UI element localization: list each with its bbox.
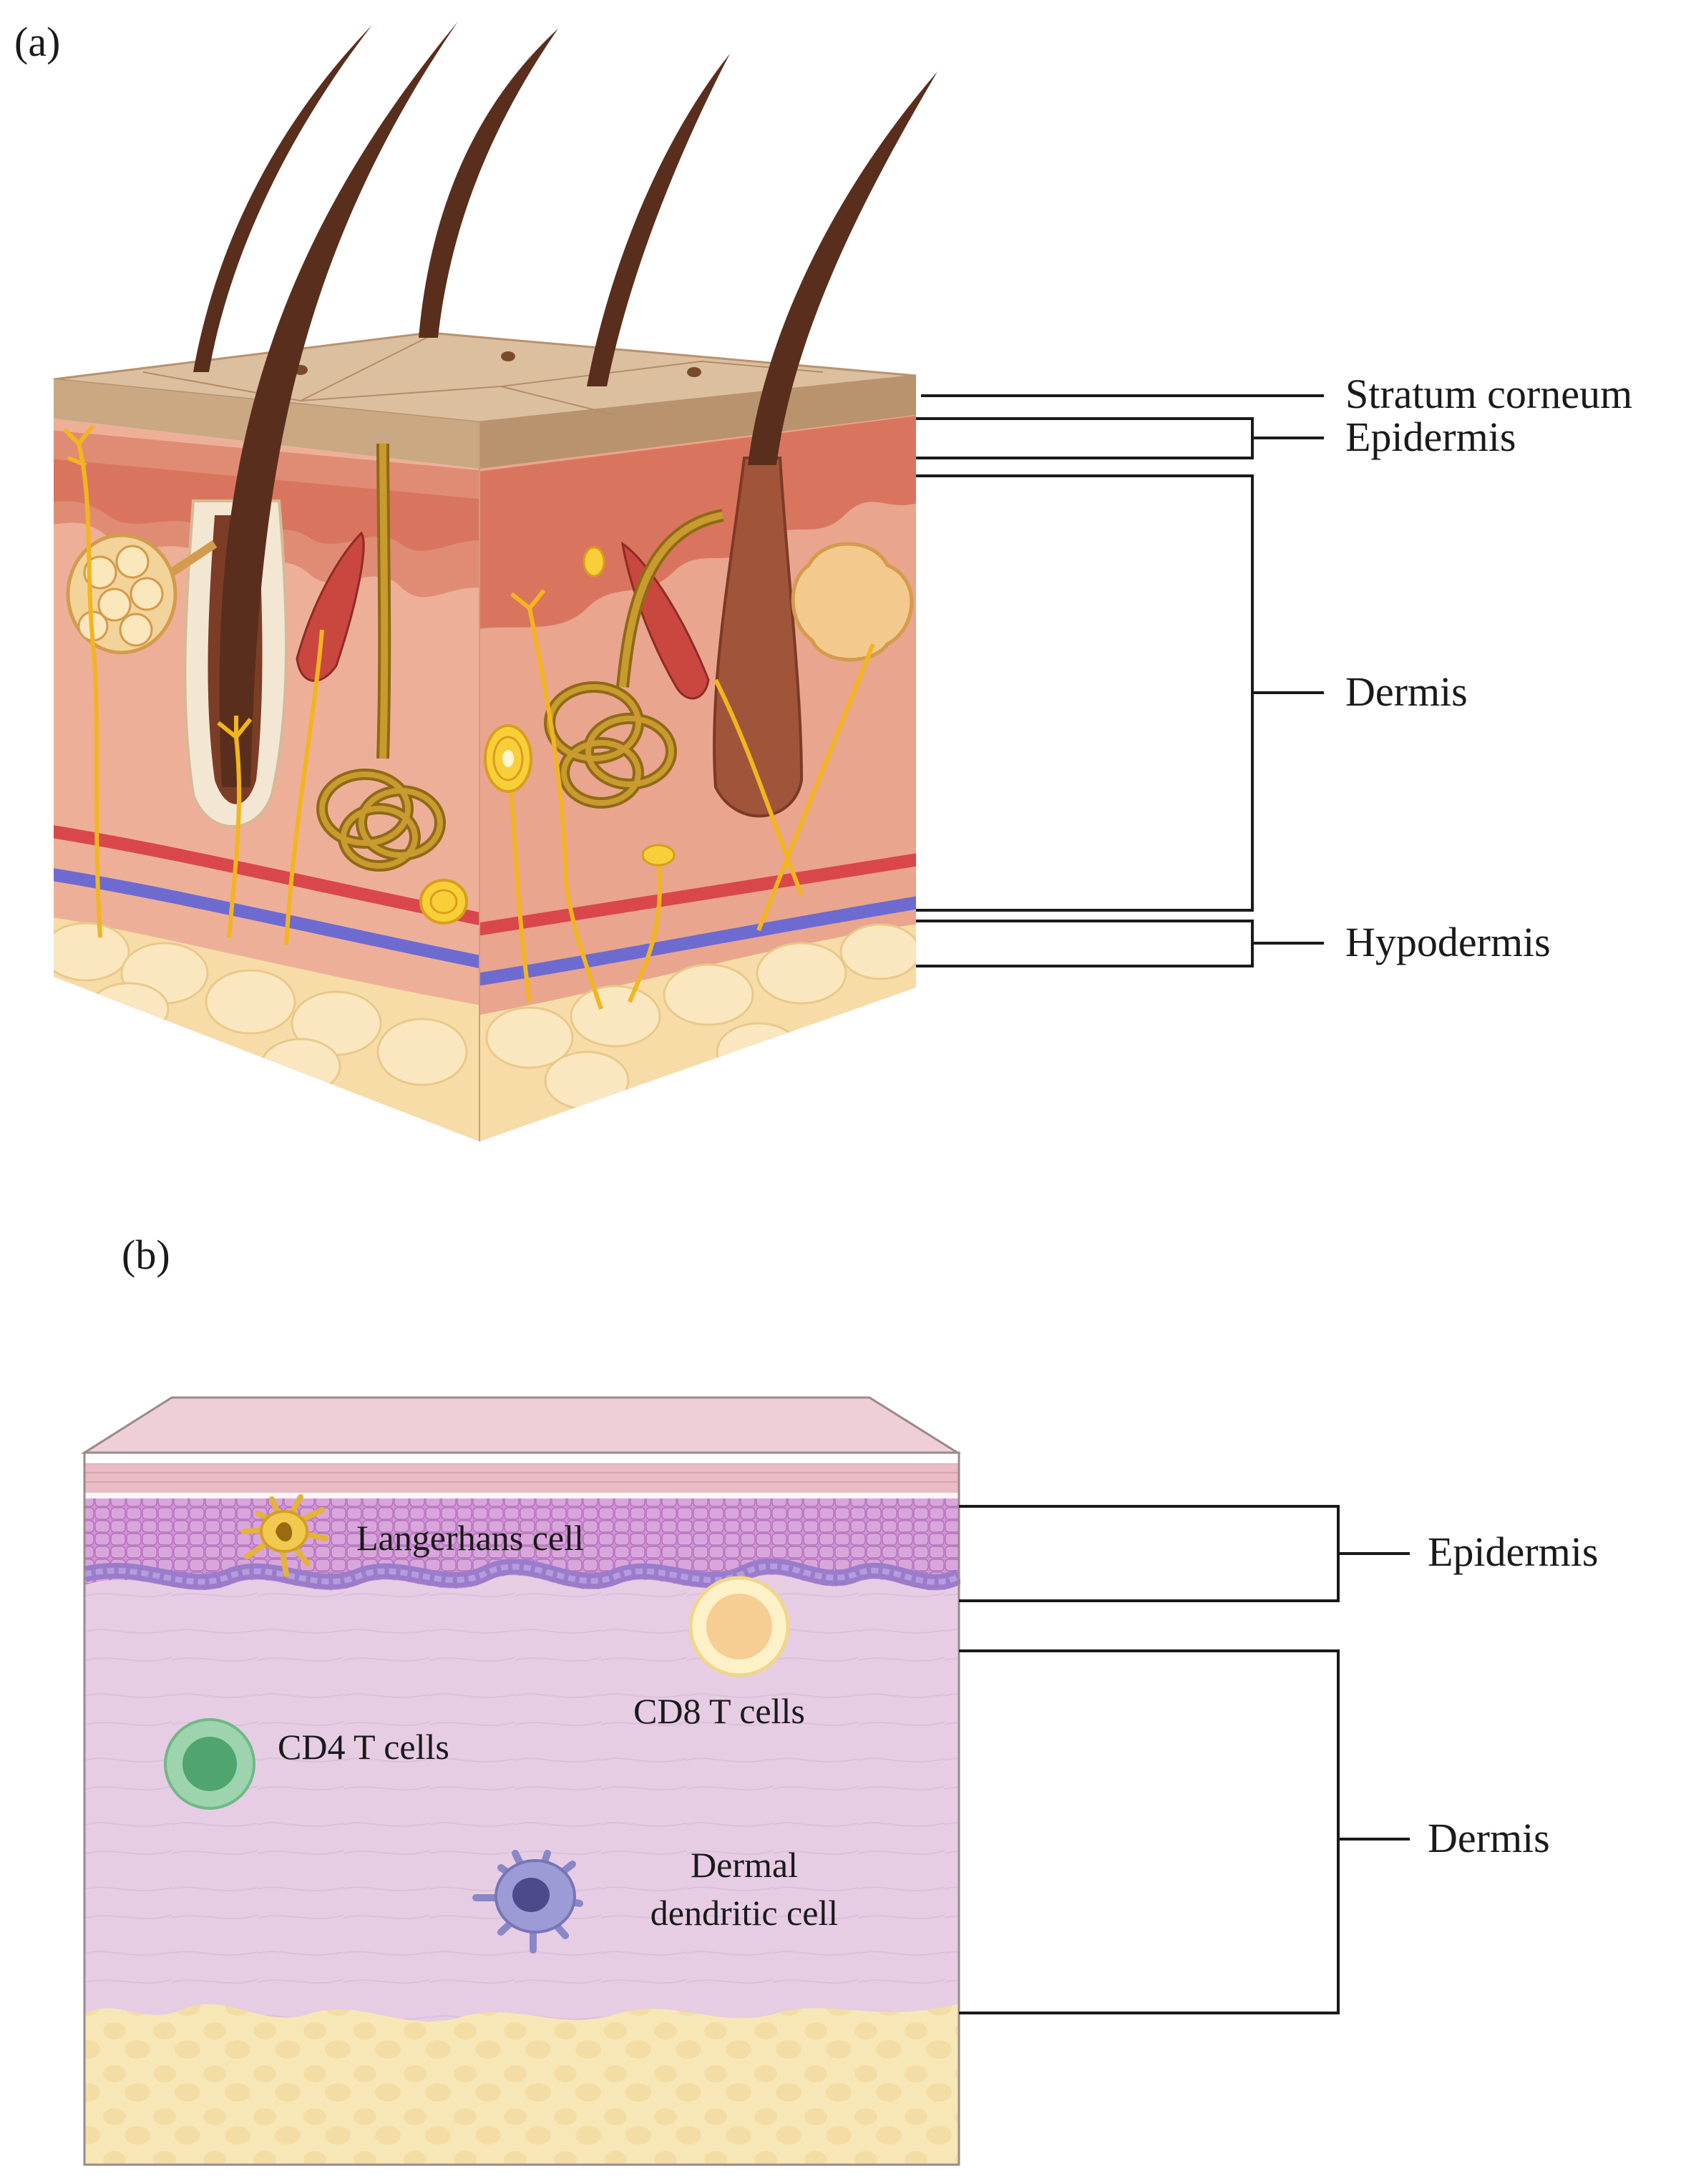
label-stratum-corneum: Stratum corneum — [1345, 371, 1633, 417]
sweat-gland-front — [316, 443, 446, 872]
pacinian-corpuscles — [419, 546, 676, 925]
label-epidermis-b: Epidermis — [1428, 1529, 1599, 1575]
label-cd4-t-cells: CD4 T cells — [278, 1727, 449, 1767]
label-cd8-t-cells: CD8 T cells — [633, 1691, 805, 1731]
sebaceous-gland-right — [791, 542, 914, 662]
label-dermis-b: Dermis — [1428, 1815, 1550, 1861]
label-dermal-dc-line1: Dermal — [691, 1845, 798, 1885]
skin-block-a — [53, 21, 937, 1141]
brackets-a — [916, 394, 1324, 967]
cd8-t-cell — [688, 1576, 790, 1677]
panel-b-letter: (b) — [122, 1232, 170, 1278]
nerve-fibers — [62, 424, 875, 1010]
fat-layer-b — [84, 2004, 959, 2165]
panel-a-letter: (a) — [14, 19, 61, 65]
cd4-t-cell — [164, 1718, 255, 1810]
dermal-dendritic-cell — [472, 1850, 583, 1954]
label-dermis-a: Dermis — [1345, 668, 1468, 715]
brackets-b — [959, 1505, 1410, 2014]
stratum-corneum-side — [479, 376, 916, 469]
label-langerhans-cell: Langerhans cell — [356, 1518, 584, 1558]
langerhans-cell — [240, 1494, 328, 1577]
skin-block-b — [80, 1396, 962, 2166]
label-epidermis-a: Epidermis — [1345, 414, 1516, 460]
sebaceous-gland-left — [66, 533, 218, 655]
side-face — [479, 415, 916, 1141]
label-dermal-dc-line2: dendritic cell — [650, 1893, 839, 1933]
hair-strands — [193, 21, 937, 787]
label-hypodermis: Hypodermis — [1345, 919, 1551, 965]
